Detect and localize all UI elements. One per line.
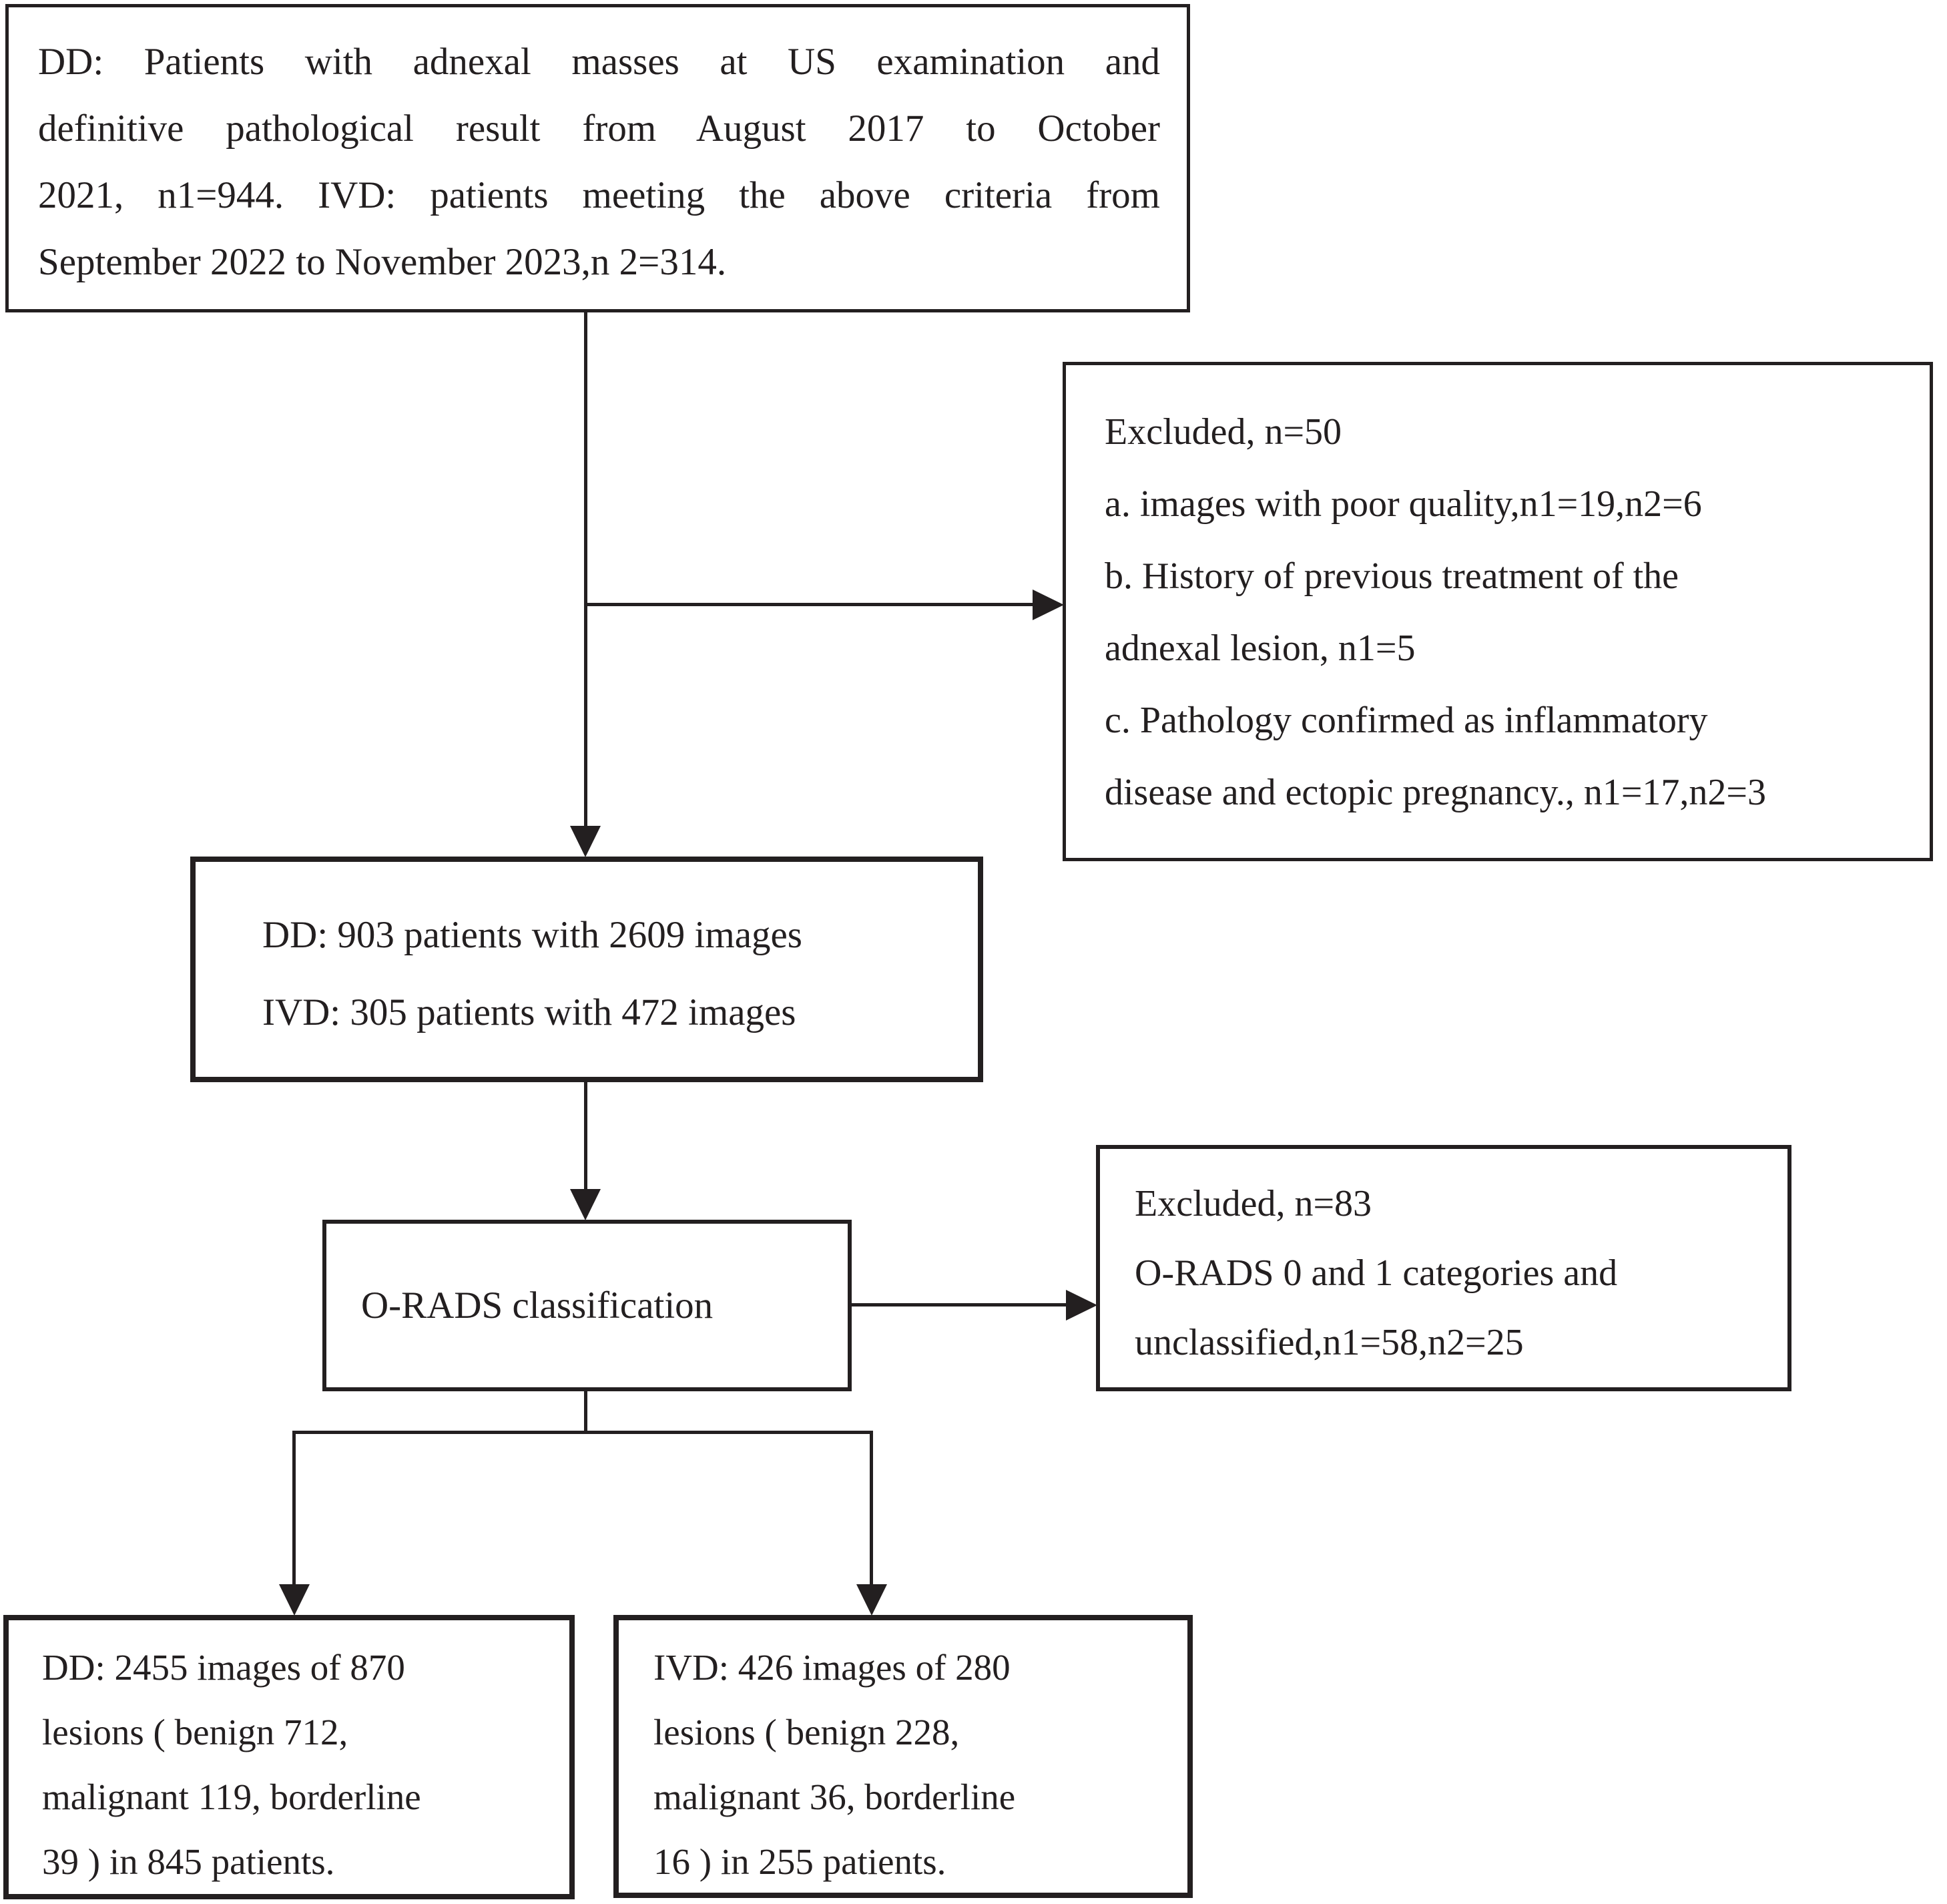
arrowhead-into-counts-box bbox=[570, 826, 601, 857]
connector-branch-to-ivd-result-vertical bbox=[870, 1431, 873, 1586]
included-counts-box: DD: 903 patients with 2609 images IVD: 3… bbox=[190, 857, 983, 1082]
dd-result-line: lesions ( benign 712, bbox=[42, 1712, 348, 1752]
excluded1-line: Excluded, n=50 bbox=[1105, 411, 1342, 453]
excluded2-line: Excluded, n=83 bbox=[1135, 1183, 1372, 1224]
arrowhead-into-excluded2-box bbox=[1066, 1290, 1097, 1321]
ivd-result-line: lesions ( benign 228, bbox=[653, 1712, 960, 1752]
connector-counts-to-orads-vertical bbox=[584, 1081, 587, 1190]
source-population-box: DD: Patients with adnexal masses at US e… bbox=[5, 4, 1190, 312]
counts-line: IVD: 305 patients with 472 images bbox=[262, 991, 796, 1033]
excluded2-line: O-RADS 0 and 1 categories and bbox=[1135, 1252, 1618, 1294]
excluded1-line: a. images with poor quality,n1=19,n2=6 bbox=[1105, 483, 1702, 525]
arrowhead-into-ivd-result-box bbox=[856, 1584, 887, 1616]
connector-orads-to-branch-stub bbox=[584, 1390, 587, 1433]
ivd-result-line: IVD: 426 images of 280 bbox=[653, 1647, 1011, 1688]
excluded1-line: adnexal lesion, n1=5 bbox=[1105, 628, 1416, 669]
source-line: definitive pathological result from Augu… bbox=[38, 107, 1160, 150]
source-line: September 2022 to November 2023,n 2=314. bbox=[38, 241, 727, 283]
source-line: 2021, n1=944. IVD: patients meeting the … bbox=[38, 174, 1160, 216]
dd-result-line: 39 ) in 845 patients. bbox=[42, 1841, 335, 1882]
connector-source-to-counts-vertical bbox=[584, 311, 587, 828]
arrowhead-into-excluded1-box bbox=[1033, 589, 1064, 620]
ivd-result-line: 16 ) in 255 patients. bbox=[653, 1841, 946, 1882]
connector-orads-to-excluded2-horizontal bbox=[850, 1303, 1068, 1306]
excluded-first-box: Excluded, n=50 a. images with poor quali… bbox=[1063, 362, 1933, 861]
excluded1-line: b. History of previous treatment of the bbox=[1105, 555, 1679, 597]
dd-final-result-box: DD: 2455 images of 870 lesions ( benign … bbox=[3, 1615, 575, 1899]
connector-branch-to-dd-result-vertical bbox=[292, 1431, 296, 1586]
orads-label: O-RADS classification bbox=[361, 1284, 714, 1327]
orads-classification-box: O-RADS classification bbox=[322, 1220, 852, 1391]
arrowhead-into-dd-result-box bbox=[279, 1584, 310, 1616]
connector-branch-to-excluded1-horizontal bbox=[584, 603, 1035, 606]
ivd-final-result-box: IVD: 426 images of 280 lesions ( benign … bbox=[613, 1615, 1193, 1898]
connector-branch-horizontal bbox=[292, 1431, 873, 1434]
excluded1-line: disease and ectopic pregnancy., n1=17,n2… bbox=[1105, 772, 1766, 813]
dd-result-line: DD: 2455 images of 870 bbox=[42, 1647, 405, 1688]
excluded2-line: unclassified,n1=58,n2=25 bbox=[1135, 1322, 1524, 1363]
source-line: DD: Patients with adnexal masses at US e… bbox=[38, 41, 1160, 83]
counts-line: DD: 903 patients with 2609 images bbox=[262, 914, 802, 956]
excluded1-line: c. Pathology confirmed as inflammatory bbox=[1105, 700, 1708, 741]
ivd-result-line: malignant 36, borderline bbox=[653, 1776, 1016, 1817]
arrowhead-into-orads-box bbox=[570, 1189, 601, 1220]
dd-result-line: malignant 119, borderline bbox=[42, 1776, 421, 1817]
excluded-second-box: Excluded, n=83 O-RADS 0 and 1 categories… bbox=[1096, 1145, 1791, 1391]
